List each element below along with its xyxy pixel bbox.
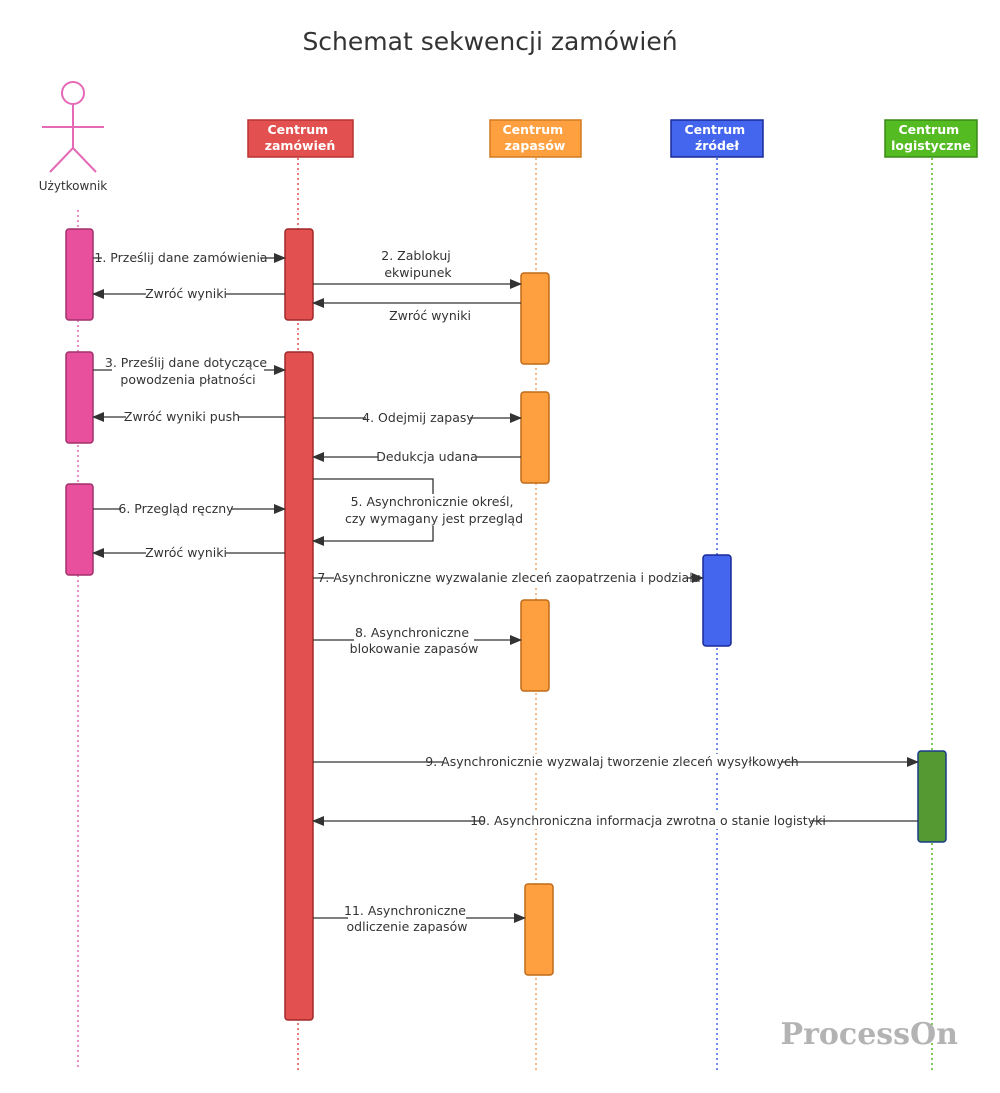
- label-m8: 8. Asynchroniczne blokowanie zapasów: [350, 625, 479, 658]
- label-m3r: Zwróć wyniki push: [124, 409, 240, 425]
- message-text: 4. Odejmij zapasy: [362, 410, 474, 425]
- message-text: Zwróć wyniki: [145, 286, 227, 301]
- activation-user-3: [65, 483, 94, 576]
- participant-orders: Centrum zamówień: [247, 119, 354, 158]
- participant-box: [247, 119, 354, 158]
- label-m3: 3. Prześlij dane dotyczące powodzenia pł…: [105, 355, 271, 388]
- participant-stock: Centrum zapasów: [489, 119, 582, 158]
- label-m4r: Dedukcja udana: [376, 449, 478, 465]
- participant-label: Centrum zamówień: [265, 122, 336, 153]
- message-text: 1. Prześlij dane zamówienia: [94, 250, 267, 265]
- activation-stock-1: [520, 272, 550, 365]
- message-labels: 1. Prześlij dane zamówienia Zwróć wyniki…: [94, 248, 826, 936]
- activation-user-1: [65, 228, 94, 321]
- label-m6r: Zwróć wyniki: [145, 545, 227, 561]
- activation-orders-2: [284, 351, 314, 1021]
- participant-label: Centrum zapasów: [503, 122, 568, 153]
- activation-bars: [65, 228, 947, 1021]
- message-text: 8. Asynchroniczne blokowanie zapasów: [350, 625, 479, 656]
- message-text: Zwróć wyniki: [145, 545, 227, 560]
- message-text: Zwróć wyniki: [389, 308, 471, 323]
- participant-box: [884, 119, 978, 158]
- actor-label: Użytkownik: [39, 179, 108, 193]
- message-text: 10. Asynchroniczna informacja zwrotna o …: [470, 813, 826, 828]
- message-text: 11. Asynchroniczne odliczenie zapasów: [344, 903, 470, 934]
- activation-sources-1: [702, 554, 732, 647]
- label-m9: 9. Asynchronicznie wyzwalaj tworzenie zl…: [425, 754, 799, 770]
- message-text: Zwróć wyniki push: [124, 409, 240, 424]
- message-text: 3. Prześlij dane dotyczące powodzenia pł…: [105, 355, 271, 387]
- activation-orders-1: [284, 228, 314, 321]
- label-m10: 10. Asynchroniczna informacja zwrotna o …: [470, 813, 826, 829]
- label-m5: 5. Asynchronicznie określ, czy wymagany …: [345, 494, 523, 526]
- actor-user: Użytkownik: [39, 81, 108, 193]
- label-m4: 4. Odejmij zapasy: [362, 410, 474, 426]
- message-text: 9. Asynchronicznie wyzwalaj tworzenie zl…: [425, 754, 798, 769]
- label-m2: 2. Zablokuj ekwipunek: [381, 248, 454, 280]
- processon-watermark: ProcessOn: [781, 1017, 959, 1052]
- participant-box: [489, 119, 582, 158]
- activation-stock-2: [520, 391, 550, 484]
- diagram-title: Schemat sekwencji zamówień: [302, 27, 677, 56]
- label-m1r: Zwróć wyniki: [145, 286, 227, 302]
- label-m1: 1. Prześlij dane zamówienia: [94, 250, 268, 266]
- participant-label: Centrum źródeł: [685, 122, 750, 153]
- label-m7: 7. Asynchroniczne wyzwalanie zleceń zaop…: [317, 570, 701, 586]
- activation-stock-3: [520, 599, 550, 692]
- message-text: 5. Asynchronicznie określ, czy wymagany …: [345, 494, 523, 526]
- label-m6: 6. Przegląd ręczny: [118, 501, 234, 517]
- message-text: 7. Asynchroniczne wyzwalanie zleceń zaop…: [317, 570, 700, 585]
- label-m2r: Zwróć wyniki: [389, 308, 471, 323]
- activation-user-2: [65, 351, 94, 444]
- participant-box: [670, 119, 764, 158]
- message-text: 2. Zablokuj ekwipunek: [381, 248, 454, 280]
- activation-logistics-1: [917, 750, 947, 843]
- message-text: Dedukcja udana: [376, 449, 478, 464]
- label-m11: 11. Asynchroniczne odliczenie zapasów: [344, 903, 470, 936]
- activation-stock-4: [524, 883, 554, 976]
- participant-logistics: Centrum logistyczne: [884, 119, 978, 158]
- participant-label: Centrum logistyczne: [891, 122, 971, 153]
- stick-figure-icon: [42, 81, 104, 173]
- participant-sources: Centrum źródeł: [670, 119, 764, 158]
- message-text: 6. Przegląd ręczny: [118, 501, 234, 516]
